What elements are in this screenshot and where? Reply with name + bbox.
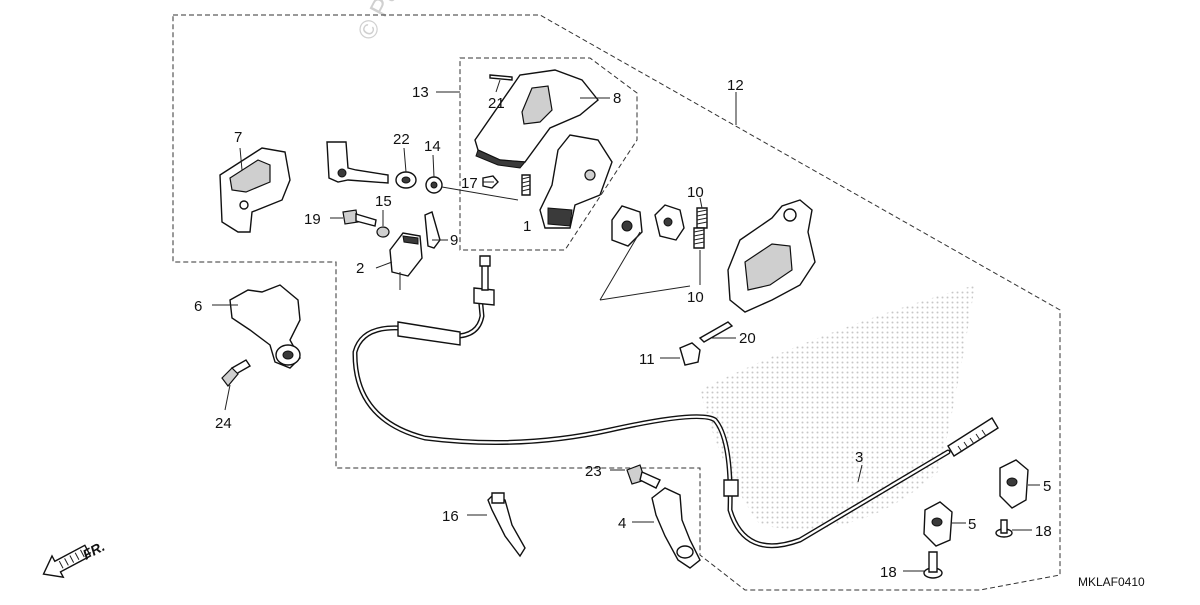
callout-12: 12 bbox=[727, 77, 744, 94]
part-7-bracket bbox=[219, 147, 291, 233]
callout-16: 16 bbox=[442, 508, 459, 525]
callout-18-bottom: 18 bbox=[880, 564, 897, 581]
callout-6: 6 bbox=[194, 298, 202, 315]
assembly-frame-outline bbox=[172, 14, 1061, 591]
part-18-screw-bottom bbox=[923, 551, 943, 579]
part-21-pin bbox=[489, 74, 513, 81]
callout-23: 23 bbox=[585, 463, 602, 480]
part-22-washer bbox=[395, 171, 417, 189]
callout-21: 21 bbox=[488, 95, 505, 112]
part-latch bbox=[654, 204, 685, 241]
leader-lines bbox=[212, 79, 1040, 572]
callout-24: 24 bbox=[215, 415, 232, 432]
part-10-spring-upper bbox=[696, 207, 708, 229]
callout-18-right: 18 bbox=[1035, 523, 1052, 540]
part-19-bolt bbox=[342, 209, 377, 227]
part-cable-assembly bbox=[352, 255, 999, 549]
callout-9: 9 bbox=[450, 232, 458, 249]
diagram-code: MKLAF0410 bbox=[1078, 575, 1145, 589]
callout-15: 15 bbox=[375, 193, 392, 210]
subassembly-frame-outline bbox=[459, 57, 638, 251]
background-emblem bbox=[700, 285, 975, 530]
front-direction-arrow-icon bbox=[42, 544, 92, 579]
part-5-clamp-upper bbox=[999, 459, 1029, 509]
callout-20: 20 bbox=[739, 330, 756, 347]
part-23-bolt bbox=[626, 464, 661, 489]
callout-1: 1 bbox=[523, 218, 531, 235]
callout-10-upper: 10 bbox=[687, 184, 704, 201]
callout-4: 4 bbox=[618, 515, 626, 532]
part-1-lock-body bbox=[539, 134, 613, 229]
callout-17: 17 bbox=[461, 175, 478, 192]
watermark-text: © Pa bbox=[351, 0, 405, 45]
part-9-plate bbox=[424, 211, 441, 249]
part-shaft-lever bbox=[326, 141, 389, 184]
part-16-clamp bbox=[487, 492, 526, 558]
callout-11: 11 bbox=[639, 351, 655, 368]
part-8-handle bbox=[474, 69, 599, 169]
callout-8: 8 bbox=[613, 90, 621, 107]
callout-22: 22 bbox=[393, 131, 410, 148]
part-4-bracket bbox=[651, 487, 701, 569]
callout-3: 3 bbox=[855, 449, 863, 466]
part-24-bolt bbox=[221, 359, 251, 387]
part-10-spring-lower bbox=[693, 227, 705, 249]
part-main-housing bbox=[727, 199, 816, 313]
part-cam-rotor bbox=[611, 205, 643, 247]
part-spring-small bbox=[521, 174, 531, 196]
part-5-clamp-lower bbox=[923, 501, 953, 547]
callout-14: 14 bbox=[424, 138, 441, 155]
part-11-clip bbox=[679, 342, 701, 366]
callout-13: 13 bbox=[412, 84, 429, 101]
callout-5-lower: 5 bbox=[968, 516, 976, 533]
part-20-pin bbox=[698, 321, 734, 343]
callout-5-upper: 5 bbox=[1043, 478, 1051, 495]
part-15-nut bbox=[376, 226, 390, 238]
callout-10-lower: 10 bbox=[687, 289, 704, 306]
callout-19: 19 bbox=[304, 211, 321, 228]
part-6-bracket bbox=[229, 284, 301, 369]
callout-7: 7 bbox=[234, 129, 242, 146]
part-18-screw-right bbox=[995, 519, 1013, 538]
part-2-switch bbox=[389, 232, 423, 290]
part-14-washer bbox=[425, 176, 443, 194]
callout-2: 2 bbox=[356, 260, 364, 277]
